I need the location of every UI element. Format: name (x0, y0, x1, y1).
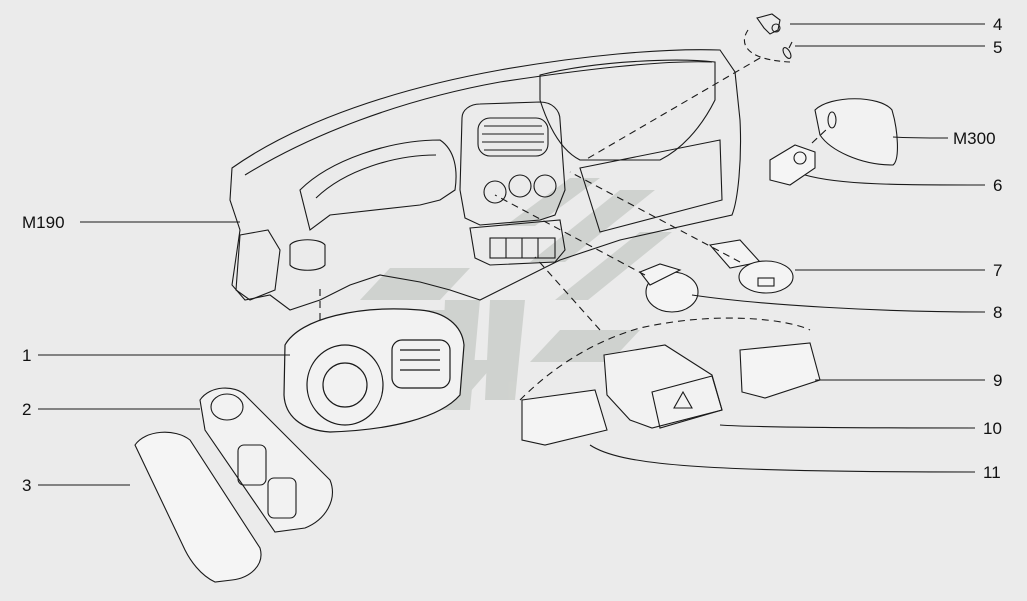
callout-2: 2 (22, 400, 32, 419)
switch-part-9 (739, 342, 821, 399)
screw-part-5 (782, 41, 793, 59)
leader-lines (38, 23, 986, 486)
light-switch-part-1 (283, 308, 465, 433)
callout-11: 11 (983, 463, 1001, 482)
callout-m300: M300 (953, 129, 996, 148)
dashboard-panel (229, 49, 742, 311)
callout-4: 4 (993, 15, 1003, 34)
cover-part-3 (134, 431, 262, 583)
switch-part-6 (769, 144, 816, 186)
cover-m300 (814, 98, 898, 166)
callout-5: 5 (993, 38, 1003, 57)
switch-part-7 (708, 239, 794, 294)
callout-10: 10 (983, 419, 1002, 438)
callout-m190: M190 (22, 213, 65, 232)
callout-1: 1 (22, 346, 32, 365)
callout-3: 3 (22, 476, 32, 495)
hazard-switch-part-10 (603, 344, 723, 429)
blank-switch-part-11 (521, 389, 608, 446)
plug-part-8 (639, 263, 699, 313)
assembly-arrows (319, 57, 829, 401)
window-switch-part-2 (199, 387, 333, 533)
callout-9: 9 (993, 371, 1003, 390)
clip-part-4 (756, 13, 781, 35)
callout-8: 8 (993, 303, 1003, 322)
hazard-triangle-icon (673, 390, 693, 409)
callout-7: 7 (993, 261, 1003, 280)
callout-6: 6 (993, 176, 1003, 195)
